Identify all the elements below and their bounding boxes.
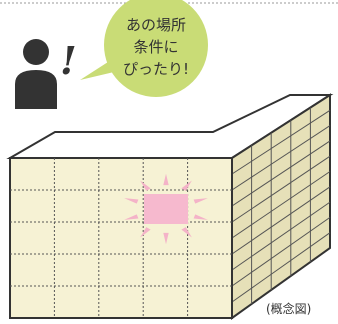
burst-rays-icon	[124, 173, 208, 245]
burst-ray	[181, 180, 192, 191]
exclamation-mark: !	[60, 38, 77, 83]
side-grid-horizontal-line	[231, 109, 331, 175]
side-grid-horizontal-line	[231, 186, 331, 255]
side-grid-horizontal-line	[231, 125, 331, 191]
speech-bubble-line-2: 条件に	[133, 38, 178, 56]
side-grid-horizontal-line	[231, 155, 331, 223]
speech-bubble-line-3: ぴったり!	[123, 60, 189, 78]
burst-ray	[124, 214, 139, 220]
building-side-grid	[231, 107, 331, 304]
caption-concept-diagram: (概念図)	[266, 302, 312, 316]
burst-ray	[163, 232, 169, 245]
burst-ray	[140, 180, 151, 191]
building-front-grid	[10, 158, 232, 318]
building-front-face	[9, 157, 233, 319]
speech-bubble-line-1: あの場所	[126, 16, 186, 34]
person-silhouette-icon	[15, 39, 57, 109]
side-grid-horizontal-line	[231, 171, 331, 239]
side-grid-horizontal-line	[231, 232, 331, 303]
side-grid-horizontal-line	[231, 201, 331, 271]
side-grid-horizontal-line	[231, 140, 331, 207]
side-grid-horizontal-line	[231, 216, 331, 287]
burst-ray	[124, 198, 139, 204]
highlighted-unit	[144, 194, 188, 224]
burst-ray	[193, 198, 208, 204]
burst-ray	[163, 173, 169, 186]
burst-ray	[181, 227, 192, 238]
speech-bubble: あの場所 条件に ぴったり!	[80, 0, 208, 97]
burst-ray	[140, 227, 151, 238]
burst-ray	[193, 214, 208, 220]
